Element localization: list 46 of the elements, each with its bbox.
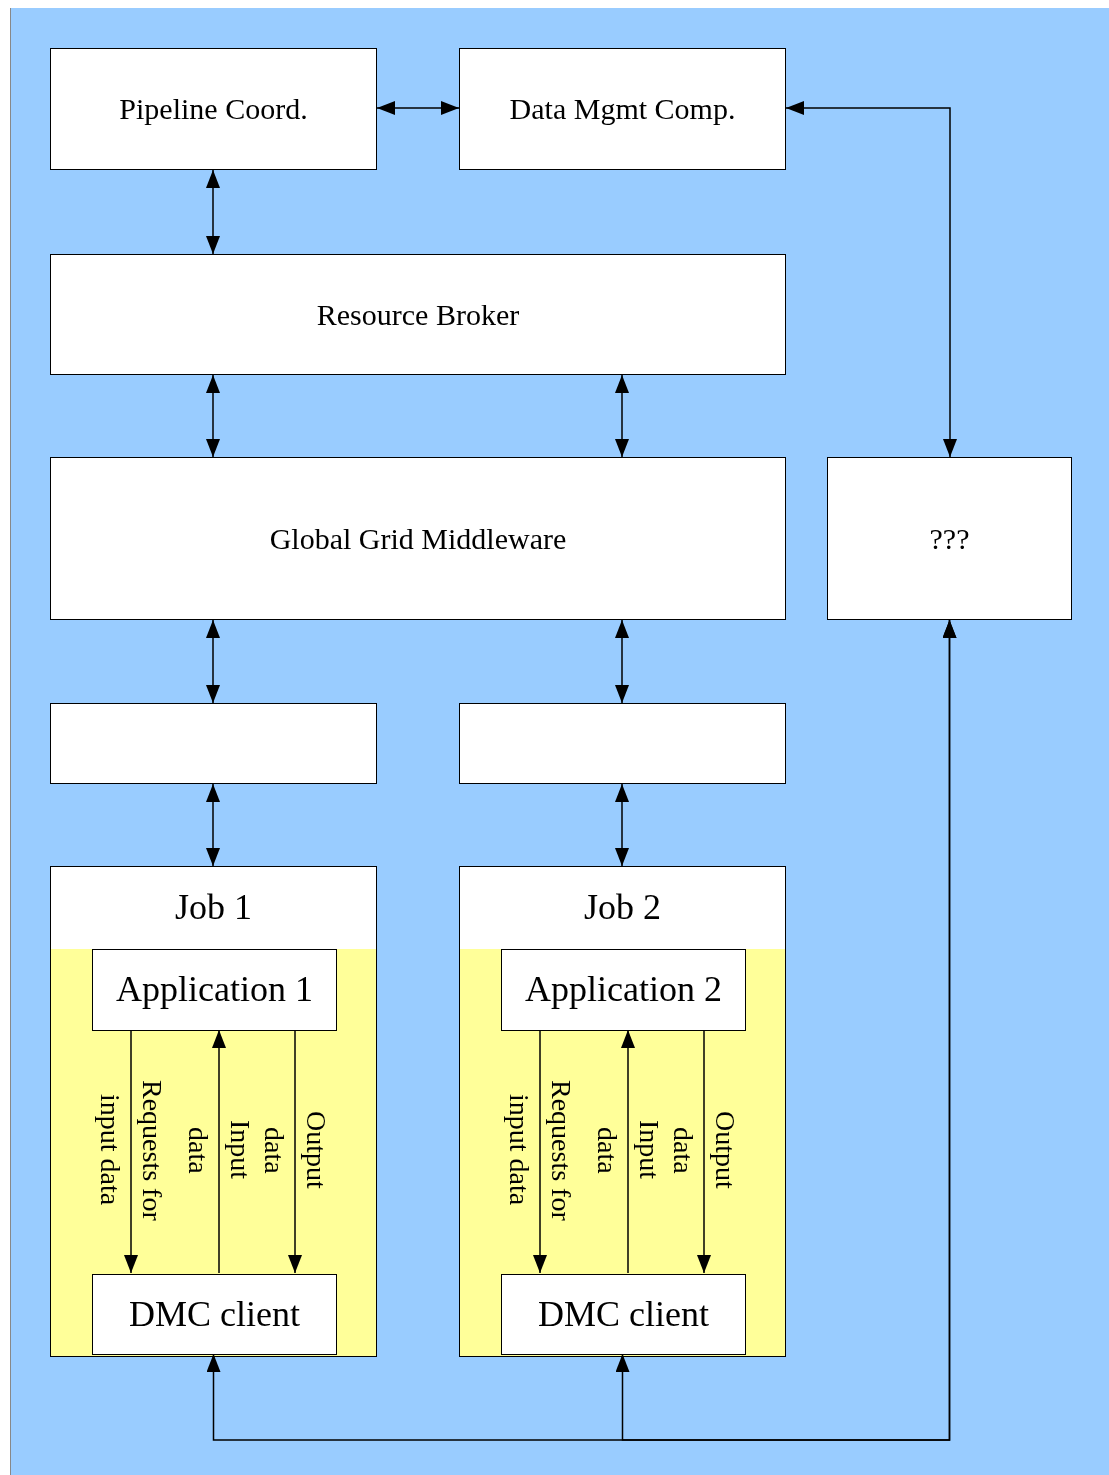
- panel-title: Job 2: [584, 886, 661, 930]
- arrow: [615, 783, 629, 867]
- arrow: [615, 619, 957, 1441]
- process-box: [50, 254, 786, 375]
- process-box: [501, 1274, 746, 1355]
- process-box: [827, 457, 1072, 620]
- edge-label: Output data: [258, 1110, 333, 1191]
- arrow: [615, 374, 629, 458]
- process-box: [501, 949, 746, 1031]
- arrow: [621, 1029, 635, 1274]
- job-panel: [50, 866, 377, 1357]
- box-label: Global Grid Middleware: [269, 520, 567, 557]
- empty-box: [50, 703, 377, 784]
- panel-title: Job 1: [175, 886, 252, 930]
- edge-label: Requests for input data: [94, 1078, 169, 1223]
- arrow: [288, 1029, 302, 1274]
- process-box: [50, 457, 786, 620]
- box-label: Resource Broker: [316, 296, 520, 333]
- edge-label: Output data: [667, 1110, 742, 1191]
- box-label: Application 2: [525, 968, 722, 1012]
- process-box: [92, 1274, 337, 1355]
- arrow: [212, 1029, 226, 1274]
- box-label: DMC client: [129, 1292, 300, 1336]
- process-box: [50, 48, 377, 170]
- edge-label: Input data: [182, 1119, 257, 1182]
- arrow: [785, 101, 957, 458]
- process-box: [92, 949, 337, 1031]
- process-box: [459, 48, 786, 170]
- arrow: [615, 619, 629, 704]
- empty-box: [459, 703, 786, 784]
- box-label: Application 1: [116, 968, 313, 1012]
- arrow: [124, 1029, 138, 1274]
- box-label: Data Mgmt Comp.: [509, 91, 736, 127]
- arrow: [533, 1029, 547, 1274]
- arrow: [697, 1029, 711, 1274]
- edge-label: Requests for input data: [503, 1078, 578, 1223]
- arrow: [206, 169, 220, 255]
- arrow: [206, 783, 220, 867]
- arrow: [376, 101, 460, 115]
- arrow: [206, 619, 220, 704]
- arrow: [206, 374, 220, 458]
- box-label: ???: [929, 520, 970, 557]
- edge-label: Input data: [591, 1119, 666, 1182]
- box-label: DMC client: [538, 1292, 709, 1336]
- box-label: Pipeline Coord.: [119, 91, 308, 127]
- job-panel: [459, 866, 786, 1357]
